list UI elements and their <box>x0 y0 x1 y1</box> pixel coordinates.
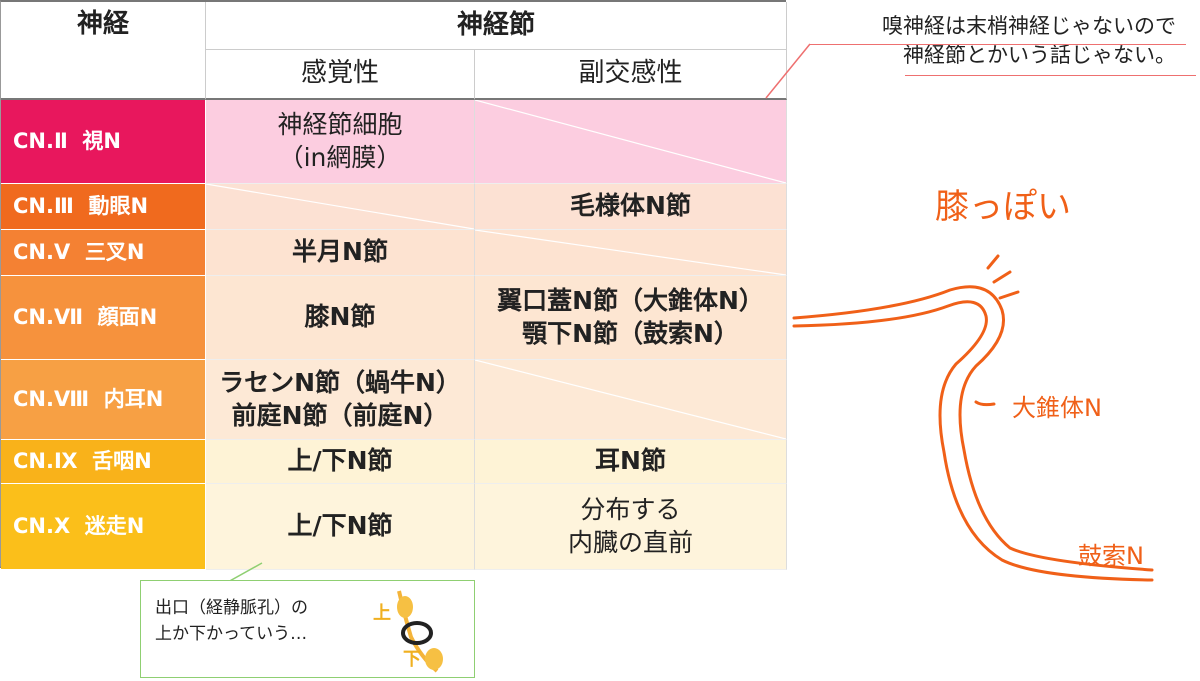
cell-text: 神経節細胞 （in網膜） <box>277 110 403 172</box>
nerve-inner-line <box>792 300 1154 582</box>
cell-text: 毛様体N節 <box>570 191 691 221</box>
foramen-ring <box>401 621 433 645</box>
header-parasympathetic: 副交感性 <box>475 50 787 100</box>
sensory-ganglion-cell: 上/下N節 <box>206 440 475 484</box>
sensory-ganglion-cell: 膝N節 <box>206 276 475 360</box>
sensory-ganglion-cell: 神経節細胞 （in網膜） <box>206 100 475 184</box>
facial-nerve-drawing: 膝っぽい 大錐体N 鼓索N <box>792 187 1154 582</box>
cell-text: 半月N節 <box>292 237 388 267</box>
parasympathetic-ganglion-cell: 毛様体N節 <box>475 184 787 230</box>
nerve-outer-line <box>792 285 1154 572</box>
olfactory-note-line2: 神経節とかいう話じゃない。 <box>903 42 1176 67</box>
jugular-note-line2: 上か下かっていう… <box>155 624 308 645</box>
cell-text: 分布する 内臓の直前 <box>567 495 693 557</box>
sensory-ganglion-cell: 上/下N節 <box>206 484 475 570</box>
row-label: CN.Ⅲ 動眼N <box>1 184 206 230</box>
not-applicable-diagonal <box>206 184 474 229</box>
parasympathetic-ganglion-cell: 耳N節 <box>475 440 787 484</box>
parasympathetic-ganglion-cell <box>475 100 787 184</box>
parasympathetic-ganglion-cell: 翼口蓋N節（大錐体N） 顎下N節（鼓索N） <box>475 276 787 360</box>
olfactory-note-line1: 嗅神経は末梢神経じゃないので <box>882 14 1176 38</box>
parasympathetic-ganglion-cell <box>475 360 787 440</box>
cell-text: 上/下N節 <box>287 446 393 476</box>
knee-mark-1 <box>992 270 1012 284</box>
sensory-ganglion-cell: 半月N節 <box>206 230 475 276</box>
knee-label: 膝っぽい <box>935 187 1071 227</box>
row-label: CN.Ⅹ 迷走N <box>1 484 206 570</box>
cell-text: 耳N節 <box>595 446 666 476</box>
jugular-note-line1: 出口（経静脈孔）の <box>155 598 308 618</box>
jugular-foramen-note: 出口（経静脈孔）の 上か下かっていう… 上 下 <box>140 580 475 678</box>
knee-mark-3 <box>986 254 1000 270</box>
parasympathetic-ganglion-cell: 分布する 内臓の直前 <box>475 484 787 570</box>
sensory-ganglion-cell <box>206 184 475 230</box>
ganglion-position-illustration: 上 下 <box>373 590 443 673</box>
not-applicable-diagonal <box>475 100 786 183</box>
upper-ganglion-dot <box>397 596 413 618</box>
header-ganglion: 神経節 <box>206 2 787 50</box>
knee-mark-2 <box>998 290 1020 300</box>
cell-text: 膝N節 <box>304 302 376 332</box>
sensory-ganglion-cell: ラセンN節（蝸牛N） 前庭N節（前庭N） <box>206 360 475 440</box>
row-label: CN.Ⅴ 三叉N <box>1 230 206 276</box>
greater-petrosal-label: 大錐体N <box>1012 394 1102 422</box>
branch-tick <box>974 400 996 407</box>
cranial-nerve-ganglion-table: 神経 神経節 感覚性 副交感性 CN.Ⅱ 視N 神経節細胞 （in網膜） CN.Ⅲ … <box>0 0 787 570</box>
upper-label: 上 <box>373 603 391 624</box>
row-label: CN.Ⅱ 視N <box>1 100 206 184</box>
parasympathetic-ganglion-cell <box>475 230 787 276</box>
row-label: CN.Ⅸ 舌咽N <box>1 440 206 484</box>
header-nerve: 神経 <box>1 2 206 100</box>
cell-text: ラセンN節（蝸牛N） 前庭N節（前庭N） <box>219 368 461 430</box>
header-sensory: 感覚性 <box>206 50 475 100</box>
not-applicable-diagonal <box>475 360 786 439</box>
lower-label: 下 <box>403 649 421 670</box>
not-applicable-diagonal <box>475 230 786 275</box>
note-underline-1 <box>810 44 1186 45</box>
lower-ganglion-dot <box>425 648 443 670</box>
cell-text: 翼口蓋N節（大錐体N） 顎下N節（鼓索N） <box>497 286 764 348</box>
row-label: CN.Ⅶ 顔面N <box>1 276 206 360</box>
cell-text: 上/下N節 <box>287 511 393 541</box>
note-underline-2 <box>905 75 1196 76</box>
chorda-tympani-label: 鼓索N <box>1078 542 1144 570</box>
row-label: CN.Ⅷ 内耳N <box>1 360 206 440</box>
olfactory-note: 嗅神経は末梢神経じゃないので 神経節とかいう話じゃない。 <box>790 12 1190 70</box>
